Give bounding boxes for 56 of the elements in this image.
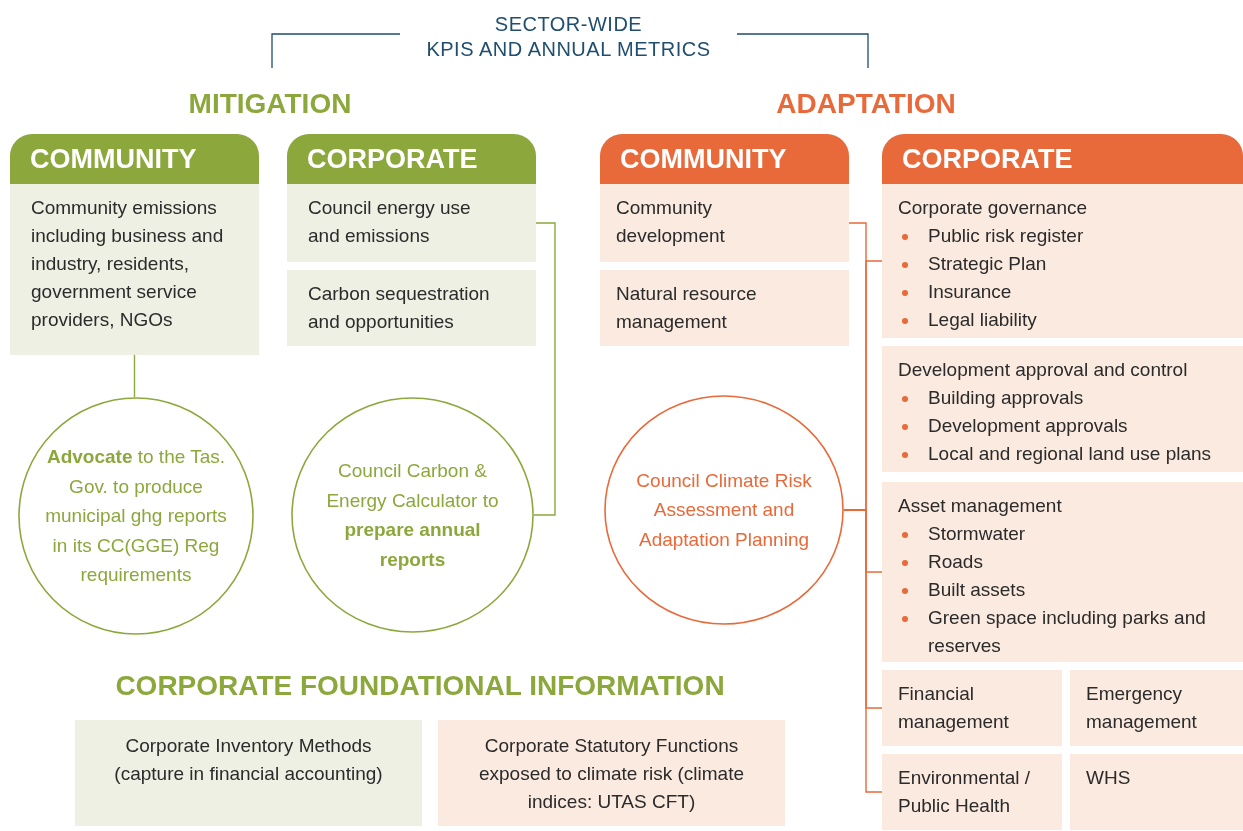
circle-text: Council Climate Risk Assessment and Adaptation Planning (635, 468, 813, 552)
box-text: Carbon sequestration and opportunities (308, 282, 491, 334)
box-text: Financial management (898, 682, 1010, 734)
section-heading: CORPORATE FOUNDATIONAL INFORMATION (114, 669, 726, 703)
box-text: Corporate governance (898, 196, 1089, 220)
box-text: WHS (1086, 766, 1132, 790)
topic-box (600, 184, 849, 262)
connector-line (843, 509, 883, 793)
bullet-text: Built assets (928, 578, 1026, 602)
topic-box (287, 270, 536, 346)
action-circle (604, 395, 844, 625)
topic-box (1070, 670, 1243, 746)
box-text: Asset management (898, 494, 1063, 518)
bullet-text: Building approvals (928, 386, 1084, 410)
bullet-text: Strategic Plan (928, 252, 1047, 276)
column-header: COMMUNITY (600, 134, 849, 184)
bullet-text: Public risk register (928, 224, 1084, 248)
info-box (438, 720, 785, 826)
connector-line (533, 222, 556, 516)
box-text: Emergency management (1086, 682, 1198, 734)
circle-text: Council Carbon & Energy Calculator to prepare annual reports (325, 459, 500, 572)
column-header: CORPORATE (287, 134, 536, 184)
topic-box (600, 270, 849, 346)
topic-box (287, 184, 536, 262)
box-text: Community development (616, 196, 726, 248)
box-text: Corporate Statutory Functions exposed to climate risk (climate indices: UTAS CFT) (477, 734, 745, 814)
connector-line (133, 354, 136, 398)
box-text: Natural resource management (616, 282, 758, 334)
topic-box (882, 346, 1243, 472)
column-header: CORPORATE (882, 134, 1243, 184)
box-text: Environmental / Public Health (898, 766, 1031, 818)
topic-box (10, 184, 259, 355)
topic-box (882, 754, 1062, 830)
bullet-text: Local and regional land use plans (928, 442, 1212, 466)
column-header: COMMUNITY (10, 134, 259, 184)
info-box (75, 720, 422, 826)
topic-box (882, 670, 1062, 746)
section-heading: MITIGATION (187, 87, 353, 121)
bullet-text: Development approvals (928, 414, 1128, 438)
box-text: Council energy use and emissions (308, 196, 472, 248)
box-text: Corporate Inventory Methods (capture in financial accounting) (113, 734, 384, 786)
action-circle (18, 397, 254, 635)
bullet-text: Legal liability (928, 308, 1037, 332)
action-circle (291, 397, 534, 633)
bullet-text: Green space including parks and reserves (928, 606, 1207, 658)
circle-text: Advocate to the Tas. Gov. to produce municipal ghg reports in its CC(GGE) Reg requirements (44, 445, 228, 588)
bullet-text: Roads (928, 550, 983, 574)
title: SECTOR-WIDE KPIS AND ANNUAL METRICS (425, 12, 712, 62)
topic-box (882, 184, 1243, 338)
topic-box (882, 482, 1243, 662)
topic-box (1070, 754, 1243, 830)
bullet-text: Insurance (928, 280, 1012, 304)
bullet-text: Stormwater (928, 522, 1026, 546)
box-text: Community emissions including business and industry, residents, government service providers, NGOs (31, 196, 225, 332)
section-heading: ADAPTATION (775, 87, 957, 121)
box-text: Development approval and control (898, 358, 1189, 382)
